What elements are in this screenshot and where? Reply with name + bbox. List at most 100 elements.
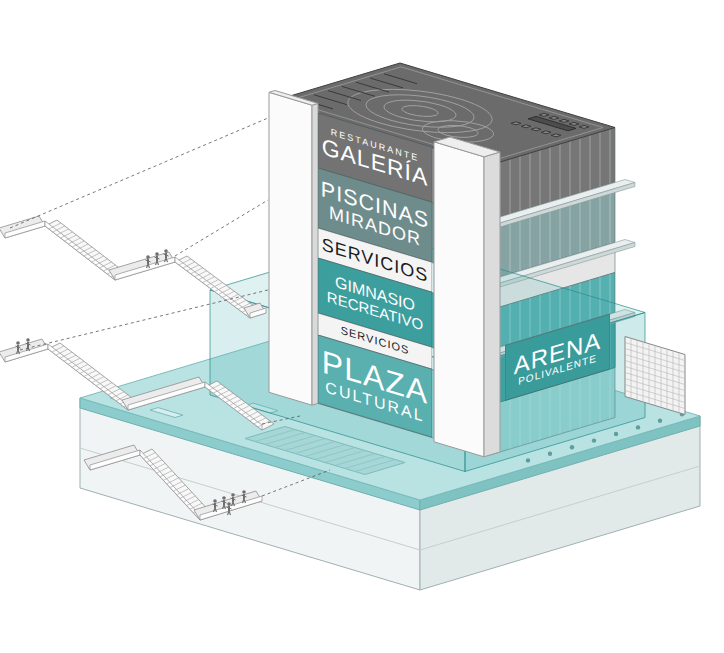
screen-grid [637, 340, 638, 400]
stair-step [100, 383, 112, 389]
person-leg [244, 499, 246, 503]
person-head [26, 338, 30, 342]
stair-step [104, 386, 116, 392]
plaza-step-line [345, 457, 385, 469]
stair-step [234, 403, 246, 409]
contour-line [370, 96, 470, 126]
band-outline [505, 314, 610, 401]
floor-band: ARENAPOLIVALENTE [505, 314, 610, 401]
stair-step [180, 492, 192, 498]
person-head [242, 490, 246, 494]
projection-line [175, 200, 268, 256]
stair-parapet [128, 382, 205, 410]
person-arm [16, 346, 21, 348]
stair-step [56, 349, 68, 355]
window-mullion [540, 150, 541, 205]
window-mullion [510, 159, 511, 214]
screen-grid [673, 351, 674, 411]
stair-step [60, 352, 72, 358]
stair-step [214, 285, 226, 291]
stair-step [53, 226, 65, 232]
stair-landing [84, 445, 140, 470]
stair-parapet [5, 344, 48, 362]
stair-step [49, 223, 61, 229]
plaza-light [636, 425, 640, 429]
screen-grid [631, 338, 632, 398]
stair-step [143, 453, 155, 459]
stair-step [230, 297, 242, 303]
projection-line [20, 290, 268, 350]
restaurant-table [511, 122, 521, 125]
stair-step [157, 467, 169, 473]
brick-screen [625, 337, 685, 415]
person-arm [242, 495, 247, 497]
column-cap [434, 137, 500, 157]
stair-step [52, 346, 64, 352]
restaurant-table [579, 125, 589, 128]
stair-step [183, 262, 195, 268]
person-head [213, 499, 217, 503]
window-mullion [610, 129, 611, 184]
stair-step [229, 399, 241, 405]
stair-step [88, 253, 100, 259]
stair-step [96, 380, 108, 386]
person-arm [164, 254, 169, 256]
column-face [269, 92, 312, 405]
plaza-light [570, 445, 574, 449]
stair-step [213, 387, 225, 393]
stair-parapet [5, 221, 45, 238]
stair-step [246, 412, 258, 418]
screen-grid [667, 349, 668, 409]
person-head [146, 255, 150, 259]
plaza-light [592, 438, 596, 442]
window-mullion [550, 147, 551, 202]
stair-step [92, 256, 104, 262]
stair-parapet [90, 450, 140, 470]
person-leg [18, 350, 20, 354]
person-head [227, 502, 231, 506]
stair-step [250, 415, 262, 421]
stair-step [160, 471, 172, 477]
screen-grid [649, 344, 650, 404]
column-side [312, 103, 318, 405]
plaza-step-line [305, 445, 345, 457]
stair-landing [0, 339, 48, 362]
staircases [0, 118, 330, 520]
person-arm [213, 504, 218, 506]
plaza-step-line [315, 448, 355, 460]
stair-step [173, 485, 185, 491]
screen-grid [655, 346, 656, 406]
stair-step [76, 364, 88, 370]
stair-parapet [48, 344, 128, 410]
restaurant-table [531, 128, 541, 131]
window-mullion [560, 144, 561, 199]
restaurant-table [569, 122, 579, 125]
stair-step [147, 456, 159, 462]
projection-line [10, 118, 268, 228]
person-leg [233, 502, 235, 506]
band-face: ARENAPOLIVALENTE [505, 314, 610, 401]
person-leg [148, 264, 150, 268]
plaza-step-line [265, 433, 305, 445]
person-figure [242, 490, 247, 503]
person-figure [16, 341, 21, 354]
window-mullion [520, 156, 521, 211]
plaza-platform [80, 314, 700, 590]
plaza-step-line [335, 454, 375, 466]
stair-step [242, 409, 254, 415]
stair-step [191, 268, 203, 274]
stair-step [68, 358, 80, 364]
stair-step [96, 259, 108, 265]
person-head [164, 249, 168, 253]
stair-step [218, 288, 230, 294]
screen-grid [661, 347, 662, 407]
stair-landing [122, 377, 205, 410]
window-mullion [530, 153, 531, 208]
stair-step [76, 244, 88, 250]
floor-band: PLAZACULTURAL [318, 335, 432, 437]
stair-step [234, 300, 246, 306]
person-leg [224, 505, 226, 509]
stair-landing [0, 216, 45, 238]
stair-step [57, 229, 69, 235]
partition-wall [328, 91, 361, 101]
